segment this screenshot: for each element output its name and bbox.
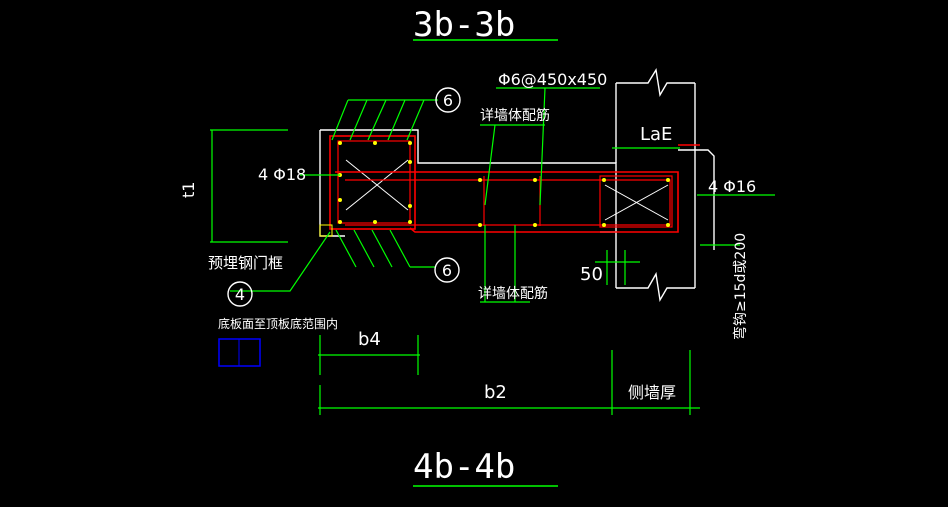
concrete-outline — [319, 129, 617, 237]
callout-circle-left — [227, 281, 253, 307]
callout-bottom-label: 6 — [442, 261, 452, 280]
rebar-dot — [408, 141, 412, 145]
side-wall-label: 侧墙厚 — [628, 383, 676, 402]
section-title-top: 3b-3b — [413, 5, 515, 45]
column-cross-brace-b — [345, 159, 409, 211]
bars-left-label: 4 Φ18 — [258, 165, 306, 184]
bars-right-label: 4 Φ16 — [708, 177, 756, 196]
anchorage-hook — [678, 149, 715, 250]
stirrup-spec-label: Φ6@450x450 — [498, 70, 607, 89]
bend-note-label: 弯钩≥15d或200 — [732, 233, 749, 340]
callout-top-label: 6 — [443, 91, 453, 110]
leader-stirrup-spec — [496, 87, 600, 206]
rebar-dot — [666, 178, 670, 182]
leader-top-stirrups — [331, 99, 438, 141]
rebar-dot — [338, 220, 342, 224]
rebar-dot — [408, 204, 412, 208]
rebar-dot — [478, 178, 482, 182]
rebar-dot — [666, 223, 670, 227]
rebar-dot — [373, 141, 377, 145]
dim-b2 — [318, 350, 700, 415]
callout-circle-bottom — [434, 257, 460, 283]
wall-stirrup-outer — [335, 171, 679, 233]
anchorage-label: LaE — [640, 124, 672, 145]
rebar-dot — [338, 198, 342, 202]
rebar-dot — [602, 223, 606, 227]
rebar-dot — [533, 223, 537, 227]
dim-t1-label: t1 — [179, 182, 198, 198]
rebar-dot — [533, 178, 537, 182]
callout-circle-top — [435, 87, 461, 113]
dim-b4-label: b4 — [358, 329, 381, 350]
wall-rebar-bottom-label: 详墙体配筋 — [478, 285, 548, 302]
dim-b2-label: b2 — [484, 382, 507, 403]
end-stirrup — [599, 175, 673, 228]
break-line-top — [616, 68, 695, 98]
callout-left-label: 4 — [235, 285, 245, 304]
section-title-bottom: 4b-4b — [413, 447, 515, 487]
rebar-dot — [602, 178, 606, 182]
rebar-dots — [338, 141, 670, 227]
leader-callout-4 — [230, 231, 331, 292]
rebar-dot — [478, 223, 482, 227]
embedded-frame-label: 预埋钢门框 — [208, 254, 283, 272]
column-stirrup-outer — [329, 135, 416, 230]
leader-wall-rebar-top — [480, 124, 545, 206]
dim-t1 — [210, 129, 288, 243]
dim-50 — [595, 250, 640, 285]
rebar-dot — [338, 141, 342, 145]
leader-wall-rebar-bottom — [480, 225, 530, 303]
leader-lines — [210, 87, 775, 415]
break-line-bottom — [616, 271, 695, 303]
wall-rebar-top-label: 详墙体配筋 — [480, 107, 550, 124]
wall-stirrup-inner — [345, 179, 671, 226]
rebar-dot — [373, 220, 377, 224]
bottom-note-label: 底板面至顶板底范围内 — [218, 316, 338, 331]
rebar-dot — [408, 220, 412, 224]
rebar-dot — [408, 160, 412, 164]
leader-bottom-stirrups — [335, 229, 435, 268]
dim-b4 — [318, 335, 420, 375]
dim-50-label: 50 — [580, 264, 603, 285]
end-cross-brace-b — [604, 184, 669, 221]
embedded-frame-mark — [319, 224, 333, 237]
